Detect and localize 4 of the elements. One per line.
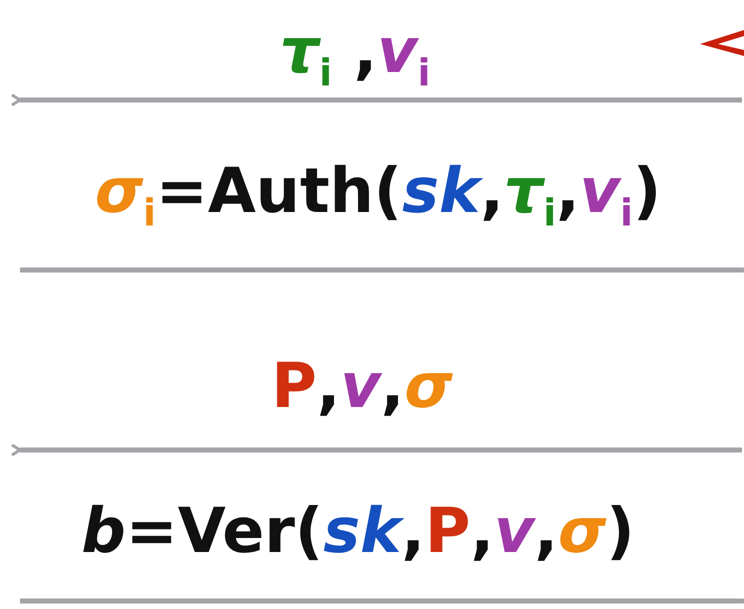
formula-label: b=Ver(sk,P,v,σ) [81, 500, 635, 562]
formula-label: σ$_{i}$=Auth(sk,τ$_{i}$,v$_{i}$) [94, 160, 662, 232]
formula-label: P,v,σ [271, 355, 453, 417]
formula-label: τ$_{i}$ ,v$_{i}$ [280, 20, 430, 92]
